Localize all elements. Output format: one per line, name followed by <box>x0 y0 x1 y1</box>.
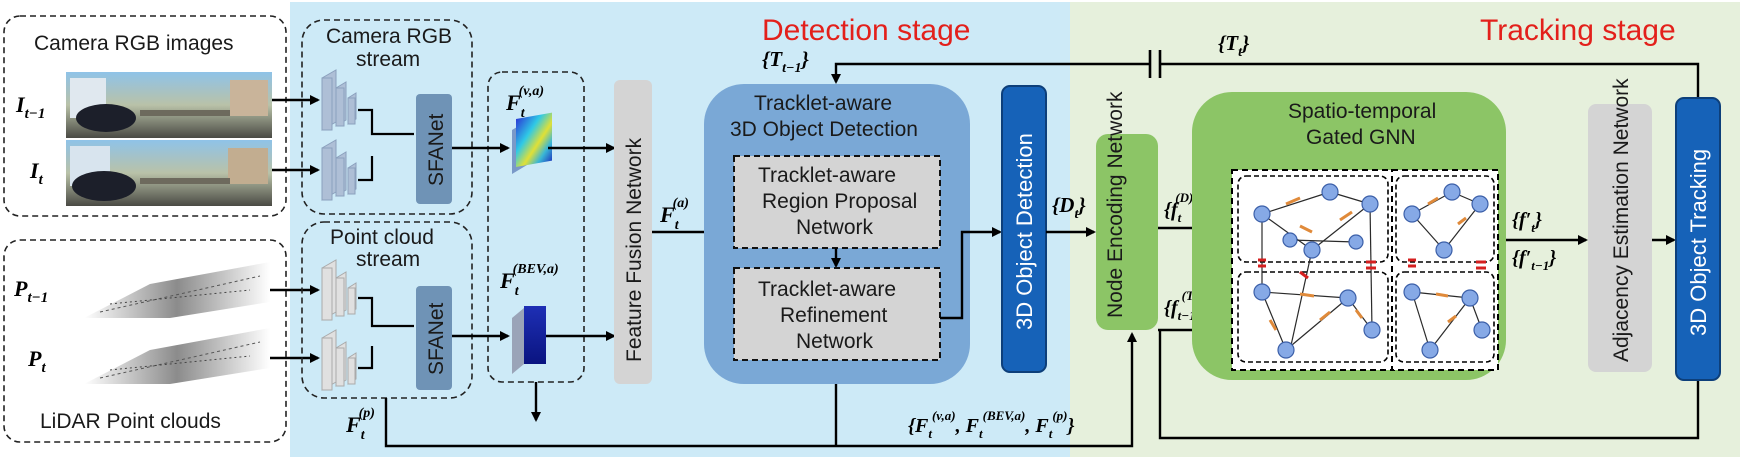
refine-line-1: Tracklet-aware <box>758 278 896 301</box>
feature-fusion-label: Feature Fusion Network <box>623 137 646 362</box>
lidar-cloud-prev <box>84 262 270 318</box>
fprime-prev-label: {f′t−1} <box>1512 247 1556 273</box>
lidar-cloud-cur <box>84 328 270 384</box>
lidar-prev-label: Pt−1 <box>13 276 48 306</box>
camera-input-box <box>3 15 287 217</box>
point-cnn-block-top <box>321 259 357 321</box>
point-stream-title-1: Point cloud <box>330 226 434 249</box>
gnn-title-1: Spatio-temporal <box>1288 100 1436 123</box>
point-merge-lines <box>358 296 414 370</box>
gnn-graph-right-content <box>1391 169 1499 371</box>
lidar-input-title: LiDAR Point clouds <box>40 410 221 433</box>
tracking-stage-title: Tracking stage <box>1480 14 1676 47</box>
region-proposal-network <box>733 155 941 249</box>
point-stream-box <box>301 221 473 399</box>
detection-stage-title: Detection stage <box>762 14 970 47</box>
sfanet-camera <box>416 94 452 204</box>
point-stream-title-2: stream <box>356 248 420 271</box>
object-tracking-label: 3D Object Tracking <box>1686 149 1711 336</box>
camera-image-prev <box>66 72 272 138</box>
refinement-network <box>733 267 941 361</box>
lidar-cur-label: Pt <box>27 346 46 376</box>
tracklet-prev-label: {Tt−1} <box>762 47 810 76</box>
arrow-refinement-to-detection <box>940 227 1002 320</box>
camera-cur-label: It <box>29 158 44 188</box>
bottom-features-label: {Ft(v,a), Ft(BEV,a), Ft(p)} <box>908 408 1075 441</box>
tracklets-label: {Tt} <box>1218 31 1250 60</box>
adjacency-label: Adjacency Estimation Network <box>1610 78 1633 362</box>
sfanet-point-label: SFANet <box>425 302 448 375</box>
camera-merge-lines <box>358 108 414 182</box>
point-cnn-block-bottom <box>321 329 357 391</box>
gnn-title-2: Gated GNN <box>1306 126 1416 149</box>
camera-cnn-block-bottom <box>321 139 357 201</box>
bev-feature-map <box>512 306 546 374</box>
node-encoding-label-1: Node Encoding Network <box>1104 91 1127 318</box>
feature-bev-label: Ft(BEV,a) <box>499 262 559 299</box>
rpn-line-2: Region Proposal <box>762 190 917 213</box>
tracklet-loop-line <box>1158 330 1700 440</box>
camera-prev-label: It−1 <box>15 92 45 122</box>
feature-va-label: Ft(v,a) <box>505 84 544 121</box>
sfanet-point <box>416 286 452 390</box>
detections-label: {Dt} <box>1052 193 1086 222</box>
object-detection-label: 3D Object Detection <box>1012 133 1037 330</box>
feature-fusion-network <box>614 80 652 384</box>
camera-cnn-block-top <box>321 69 357 131</box>
refine-line-3: Network <box>796 330 874 353</box>
lidar-input-box <box>3 239 287 443</box>
adjacency-estimation-network <box>1588 104 1652 372</box>
feature-p-label: Ft(p) <box>345 406 375 443</box>
camera-stream-title-1: Camera RGB <box>326 25 452 48</box>
refine-line-2: Refinement <box>780 304 888 327</box>
camera-input-title: Camera RGB images <box>34 32 234 55</box>
camera-image-cur <box>66 140 272 206</box>
camera-stream-box <box>301 19 473 215</box>
sfanet-camera-label: SFANet <box>425 113 448 186</box>
tracklet-detection-title-2: 3D Object Detection <box>730 118 918 141</box>
feature-a-label: Ft(a) <box>659 196 689 233</box>
rpn-line-3: Network <box>796 216 874 239</box>
camera-stream-title-2: stream <box>356 48 420 71</box>
tracklet-feedback-line <box>836 62 1700 98</box>
gnn-graph-left <box>1231 169 1395 371</box>
rpn-line-1: Tracklet-aware <box>758 164 896 187</box>
object-tracking-block <box>1675 97 1721 381</box>
camera-feature-map <box>512 112 552 174</box>
feature-maps-box <box>487 71 585 383</box>
fprime-t-label: {f′t} <box>1512 209 1542 235</box>
delay-symbol <box>1148 50 1162 78</box>
bottom-feature-bus <box>384 332 1137 448</box>
node-encoding-network <box>1096 134 1158 330</box>
tracklet-detection-title-1: Tracklet-aware <box>754 92 892 115</box>
object-detection-block <box>1001 85 1047 373</box>
